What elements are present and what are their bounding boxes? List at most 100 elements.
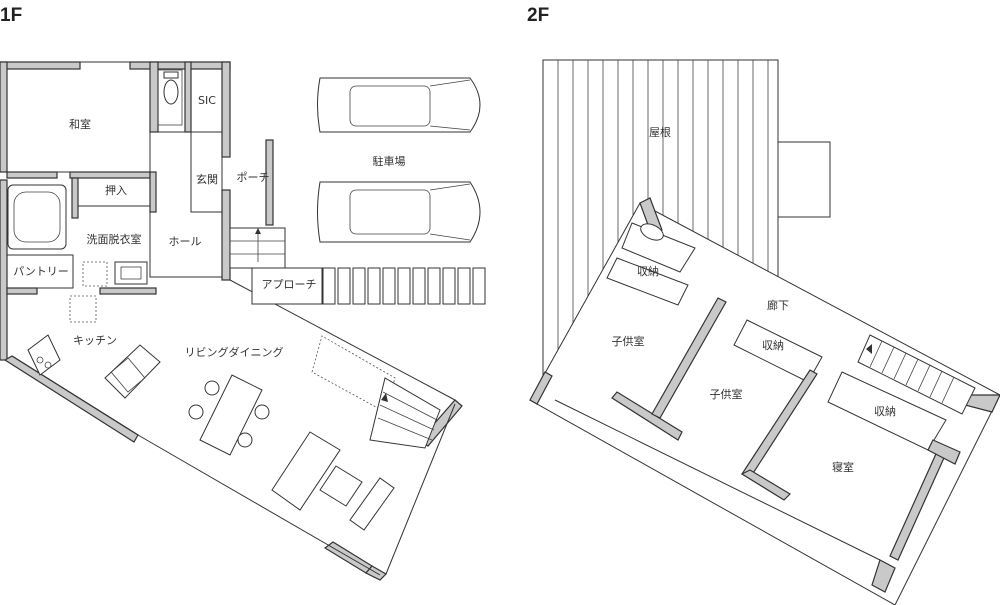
stairs-2f-icon [857,334,976,415]
wall [529,371,553,405]
wall [221,61,231,158]
tv-board [349,477,395,531]
wall [265,139,274,226]
room-oshiire: 押入 [105,183,127,197]
chair-icon [237,432,253,448]
wall [6,287,38,295]
toilet-tank-icon [163,71,179,79]
tile [337,267,351,305]
room-genkan: 玄関 [196,172,218,186]
wall-line [11,355,139,436]
building-2f [529,202,1000,605]
car-icon [317,181,481,243]
wall [71,177,79,219]
wall-line [137,434,381,576]
tile [322,267,336,305]
wall [0,61,81,70]
tile [412,267,426,305]
approach-tiles [251,267,486,305]
sofa-icon [271,431,341,511]
storage1-outline [606,257,689,306]
room-sic: SIC [198,94,216,107]
chair-icon [188,404,204,420]
tile [397,267,411,305]
plan-1f: 和室 SIC 玄関 ポーチ 押入 洗面脱衣室 ホール パントリー アプローチ 駐… [0,61,486,581]
tile [427,267,441,305]
car-icon [317,77,481,133]
room-senmen: 洗面脱衣室 [87,232,142,246]
wall [149,171,157,213]
wall [149,61,159,133]
plan-2f: 屋根 収納 廊下 子供室 収納 子供室 収納 寝室 [529,59,1000,605]
dining-table [199,374,263,456]
room-approach: アプローチ [262,278,317,291]
room-bedroom: 寝室 [832,460,854,474]
wall [871,559,896,593]
room-storage-3: 収納 [874,405,896,418]
stove-icon [27,334,61,376]
sink-basin [120,266,142,280]
wall-line [554,399,881,561]
room-child-2: 子供室 [710,387,743,401]
kitchen-sink-icon [110,357,146,393]
fridge-icon [69,295,97,323]
chair-icon [254,404,270,420]
room-child-1: 子供室 [612,334,645,348]
floor-label-2f: 2F [527,5,549,26]
roof-extension [777,141,831,218]
wall [0,61,8,173]
room-pantry: パントリー [13,265,69,278]
wall [69,171,151,179]
toilet-room-2f [621,222,696,273]
burner-icon [36,356,44,364]
arrow-head-icon [255,228,261,234]
floor-label-1f: 1F [0,5,22,26]
room-roof: 屋根 [649,125,671,139]
chair-icon [204,380,220,396]
hall-outline [149,131,223,278]
wall-line [385,403,456,575]
room-storage-1: 収納 [637,265,659,278]
wall [0,179,8,361]
tile [442,267,456,305]
room-corridor: 廊下 [767,298,789,312]
tile [457,267,471,305]
burner-icon [44,361,52,369]
room-porch: ポーチ [237,171,270,184]
washitsu-outline [0,61,151,173]
washer-icon [82,261,108,287]
bathtub-icon [7,184,67,250]
toilet-room [157,69,183,126]
room-storage-2: 収納 [762,339,784,352]
wall [323,541,373,574]
room-washitsu: 和室 [69,117,91,131]
bathtub-inner [13,191,61,243]
wall [6,171,58,179]
room-hall: ホール [169,235,202,248]
wall [927,439,961,465]
wall [740,469,791,501]
tile [367,267,381,305]
wall [129,61,231,70]
genkan-outline [190,131,223,213]
wall [221,189,231,281]
wall [611,391,683,441]
room-living: リビングダイニング [185,345,284,359]
room-kitchen: キッチン [73,334,117,347]
approach-slab [251,267,323,305]
tile [472,267,486,305]
toilet-bowl-icon [163,79,179,105]
wall [99,287,157,295]
wall [184,61,192,133]
toilet-icon [640,223,664,241]
entry-steps [229,227,286,269]
kitchen-island [104,344,161,399]
stairs-icon [311,335,441,449]
pantry-outline [6,254,74,289]
ottoman-icon [319,465,363,507]
room-parking: 駐車場 [373,154,406,168]
wall [651,297,727,419]
tile [352,267,366,305]
sink-icon [114,261,148,285]
